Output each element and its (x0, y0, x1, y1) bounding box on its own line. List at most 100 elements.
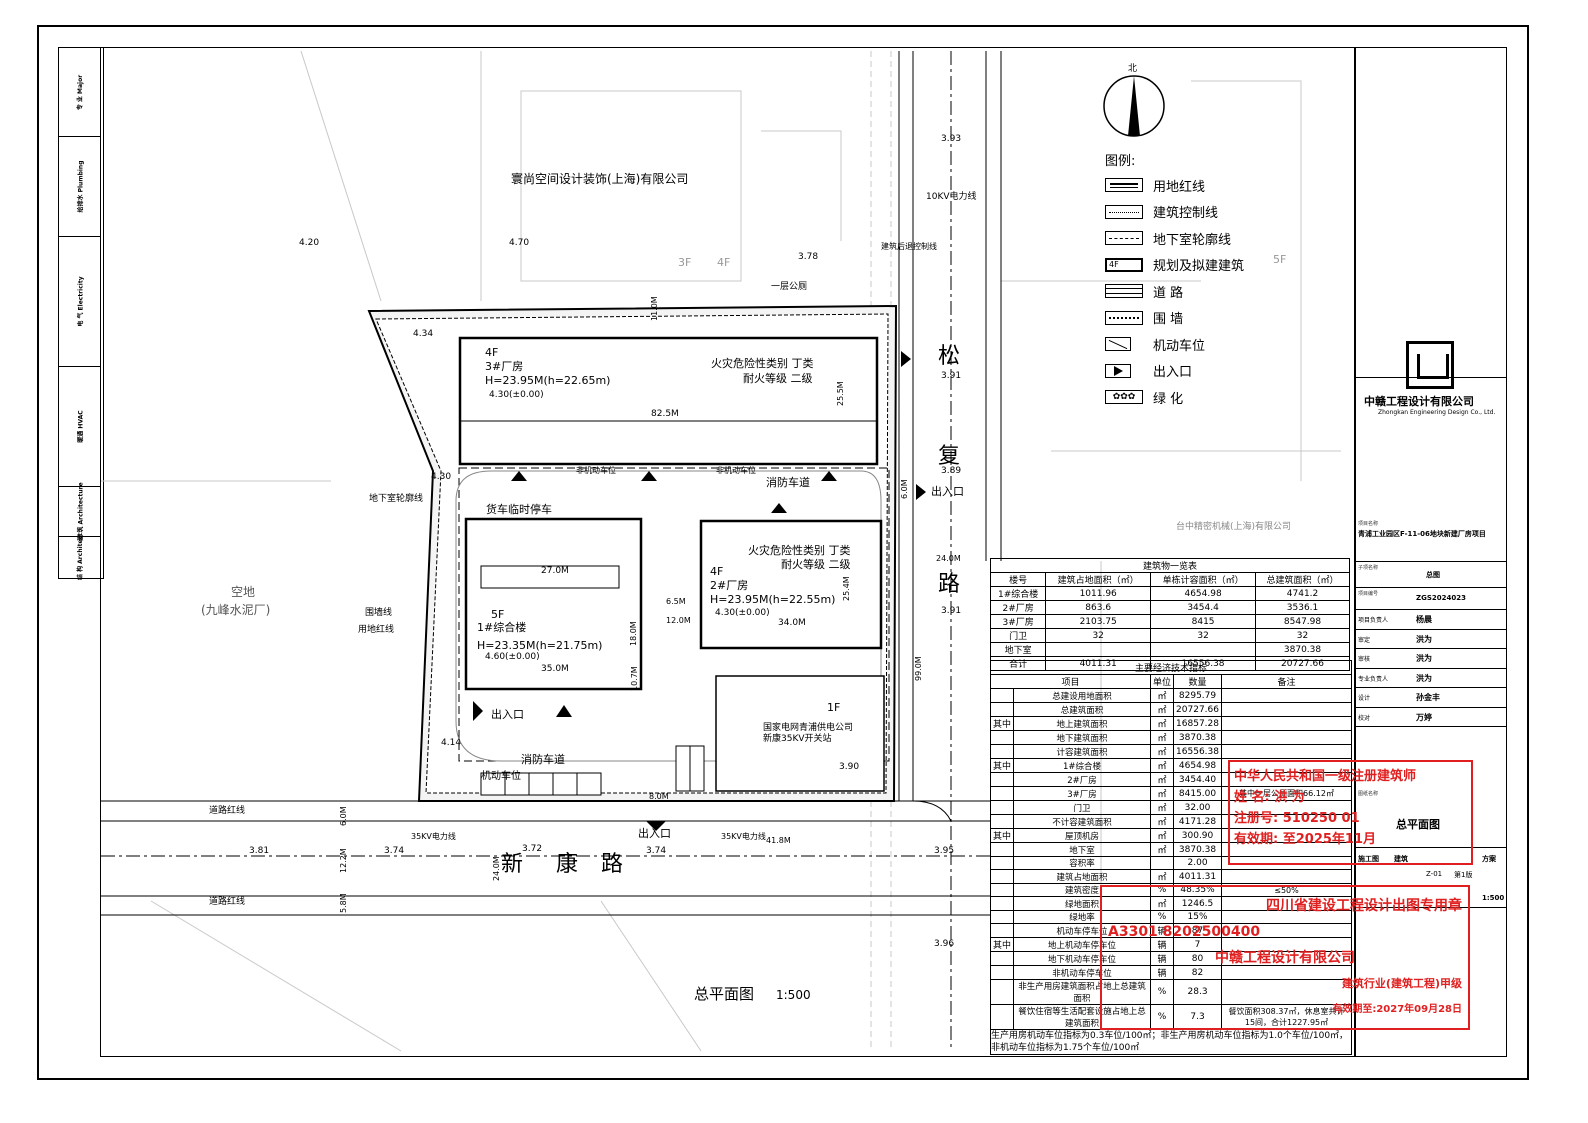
stage: 施工图 (1358, 855, 1379, 863)
role-label: 专业负责人 (1358, 675, 1389, 683)
elev-9: 4.14 (441, 738, 461, 748)
table-cell (1221, 688, 1352, 703)
table-cell: 3870.38 (1173, 842, 1222, 857)
legend-row-control: 建筑控制线 (1105, 199, 1265, 226)
role-name: 洪为 (1416, 634, 1432, 644)
legend-title: 图例: (1105, 154, 1136, 169)
table-cell: 3536.1 (1255, 600, 1350, 615)
parking-icon (1105, 337, 1131, 352)
left-sign-strip: 专 业 Major 给排水 Plumbing 电 气 Electricity 暖… (58, 47, 104, 580)
bld3-fire-rating: 耐火等级 二级 (743, 371, 813, 385)
eco-table-title: 主要经济技术指标 (990, 660, 1352, 675)
building-table: 建筑物一览表 楼号 建筑占地面积（㎡） 单栋计容面积（㎡） 总建筑面积（㎡） 1… (989, 558, 1350, 671)
table-cell (1045, 642, 1152, 657)
table-cell: 8547.98 (1255, 614, 1350, 629)
site-redline-label: 用地红线 (358, 623, 394, 635)
table-cell: ㎡ (1150, 772, 1175, 787)
elev-15: 3.95 (934, 846, 954, 856)
fire-lane-label: 消防车道 (766, 475, 810, 489)
building-1-core (480, 565, 620, 589)
role-label: 校对 (1358, 714, 1371, 722)
company-logo-icon (1406, 341, 1454, 389)
dim-7: 24.0M (936, 554, 961, 563)
basement-outline-label: 地下室轮廓线 (369, 492, 423, 504)
dim-0: 24.0M (492, 856, 501, 881)
table-cell: 32 (1150, 628, 1257, 643)
road-redline-label-2: 道路红线 (209, 895, 245, 907)
project-name: 青浦工业园区F-11-06地块新建厂房项目 (1358, 530, 1486, 538)
project-no-row: 项目编号 ZGS2024023 (1356, 588, 1506, 610)
strip-cell-electric: 电 气 Electricity (59, 236, 101, 367)
role-label: 审定 (1358, 636, 1371, 644)
parking-slots (480, 745, 705, 796)
company-name-en: Zhongkan Engineering Design Co., Ltd. (1378, 409, 1496, 416)
power-35kv-label-2: 35KV电力线 (721, 831, 766, 841)
design-stamp: 四川省建设工程设计出图专用章 A3301 8202500400 中赣工程设计有限… (1100, 885, 1470, 1030)
elev-1: 4.70 (509, 238, 529, 248)
table-cell: 4171.28 (1173, 814, 1222, 829)
bld2-height: H=23.95M(h=22.55m) (710, 593, 835, 606)
elev-5: 3.89 (941, 466, 961, 476)
entrance-label-south: 出入口 (638, 826, 671, 840)
road-redline-label-1: 道路红线 (209, 804, 245, 816)
table-cell: 2.00 (1173, 856, 1222, 870)
table-cell: ㎡ (1150, 828, 1175, 843)
table-cell (989, 923, 1015, 938)
bld2-name: 2#厂房 (710, 579, 748, 592)
table-cell: 1#综合楼 (989, 586, 1047, 601)
bld1-elev: 4.60(±0.00) (485, 652, 540, 662)
dim-2: 5.8M (339, 893, 348, 913)
stamp-reg: 注册号: 510250 01 (1234, 811, 1360, 826)
elev-10: 3.90 (839, 762, 859, 772)
table-cell: 3454.40 (1173, 772, 1222, 787)
table-cell: ㎡ (1150, 869, 1175, 884)
legend-row-wall: 围 墙 (1105, 305, 1265, 332)
building-1 (464, 517, 643, 691)
dim-1: 12.2M (339, 848, 348, 873)
legend-row-entrance: 出入口 (1105, 358, 1265, 385)
table-cell: 2103.75 (1045, 614, 1152, 629)
elev-7: 4.34 (413, 329, 433, 339)
table-cell: 32 (1255, 628, 1350, 643)
drawing-name: 总平面图 (1396, 818, 1440, 831)
nonmotor-label-2: 非机动车位 (716, 465, 756, 475)
table-cell: 8415 (1150, 614, 1257, 629)
header-cell: 数量 (1173, 674, 1222, 689)
table-cell: 3870.38 (1173, 730, 1222, 745)
table-cell: 其中 (989, 828, 1015, 843)
greenery-icon: ✿✿✿ (1105, 390, 1143, 405)
elev-4: 3.91 (941, 371, 961, 381)
table-cell: 计容建筑面积 (1013, 744, 1152, 759)
substation-label: 国家电网青浦供电公司 (763, 721, 853, 733)
subitem-row: 子项名称 总图 (1356, 562, 1506, 588)
table-cell (989, 800, 1015, 815)
table-cell: 32 (1045, 628, 1152, 643)
table-cell: 其中 (989, 716, 1015, 731)
table-cell (989, 842, 1015, 857)
role-name: 万婷 (1416, 712, 1432, 722)
discipline: 建筑 (1394, 855, 1408, 863)
north-arrow-needle (1128, 76, 1140, 136)
role-row: 专业负责人 洪为 (1356, 669, 1506, 688)
legend-label: 用地红线 (1153, 179, 1206, 195)
bld2-elev: 4.30(±0.00) (715, 608, 770, 618)
role-row: 设计孙金丰 (1356, 688, 1506, 708)
table-cell: 16857.28 (1173, 716, 1222, 731)
elev-6: 3.91 (941, 606, 961, 616)
legend-row-road: 道 路 (1105, 278, 1265, 305)
role-name: 孙金丰 (1416, 693, 1440, 702)
motor-parking-label: 机动车位 (481, 769, 521, 782)
role-name: 洪为 (1416, 673, 1432, 683)
dim-8: 11.0M (650, 296, 659, 321)
drawing-info-row: 施工图 建筑 Z-01 第1版 方案 1:500 (1356, 848, 1506, 908)
legend-label: 地下室轮廓线 (1153, 232, 1232, 248)
role-name: 杨晨 (1416, 615, 1432, 624)
table-cell: 8295.79 (1173, 688, 1222, 703)
